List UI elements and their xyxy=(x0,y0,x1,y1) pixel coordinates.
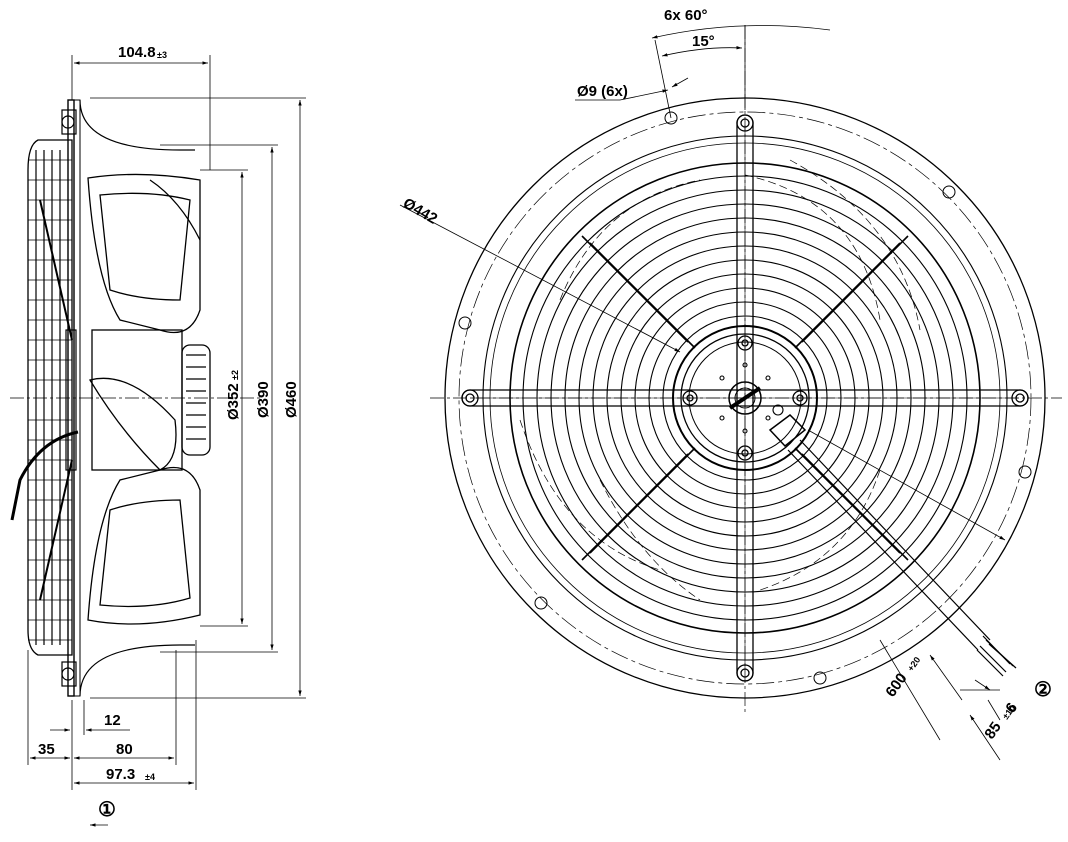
dim-85: 85 xyxy=(981,719,1004,742)
dim-97: 97.3 xyxy=(106,766,135,783)
strut-bolts xyxy=(461,114,1029,682)
vertical-dimensions xyxy=(90,97,306,699)
guard-grille xyxy=(27,139,73,656)
cable-front xyxy=(768,414,1017,677)
callout-2: ② xyxy=(1034,679,1052,701)
dim-12: 12 xyxy=(104,712,121,729)
dim-overall-depth: 104.8 xyxy=(118,44,156,61)
mounting-flange xyxy=(61,99,195,697)
cross-struts xyxy=(461,114,1029,682)
callout-1: ① xyxy=(98,799,116,821)
dim-diameter-390: Ø390 xyxy=(255,381,272,418)
dim-80: 80 xyxy=(116,741,133,758)
cable-side xyxy=(10,430,79,521)
dim-hole-pattern: 6x 60° xyxy=(664,7,708,24)
dim-35: 35 xyxy=(38,741,55,758)
dim-97-tol: ±4 xyxy=(145,772,155,782)
dim-cable-length-tol: +20 xyxy=(905,655,922,673)
angle-dimensions xyxy=(575,25,831,119)
dim-nozzle-diameter-tol: ±2 xyxy=(230,370,240,380)
dim-holes: Ø9 (6x) xyxy=(577,83,628,100)
impeller-blades xyxy=(87,173,201,625)
dim-diameter-460: Ø460 xyxy=(283,381,300,418)
mounting-holes xyxy=(458,111,1032,685)
front-view xyxy=(399,25,1062,761)
side-view-labels: 104.8 ±3 Ø352 ±2 Ø390 Ø460 12 35 80 97.3… xyxy=(38,44,300,821)
motor-hub xyxy=(65,329,211,471)
cable-dimensions xyxy=(879,639,1001,761)
dim-nozzle-diameter: Ø352 xyxy=(225,383,242,420)
dim-diameter-442: Ø442 xyxy=(400,195,440,228)
dim-angle-15: 15° xyxy=(692,33,715,50)
bottom-dimensions xyxy=(27,640,197,827)
dim-cable-length: 600 xyxy=(882,670,910,700)
guard-spokes xyxy=(581,235,909,561)
dim-overall-depth-tol: ±3 xyxy=(157,50,167,60)
top-dimension xyxy=(71,55,211,170)
side-view xyxy=(10,55,306,827)
